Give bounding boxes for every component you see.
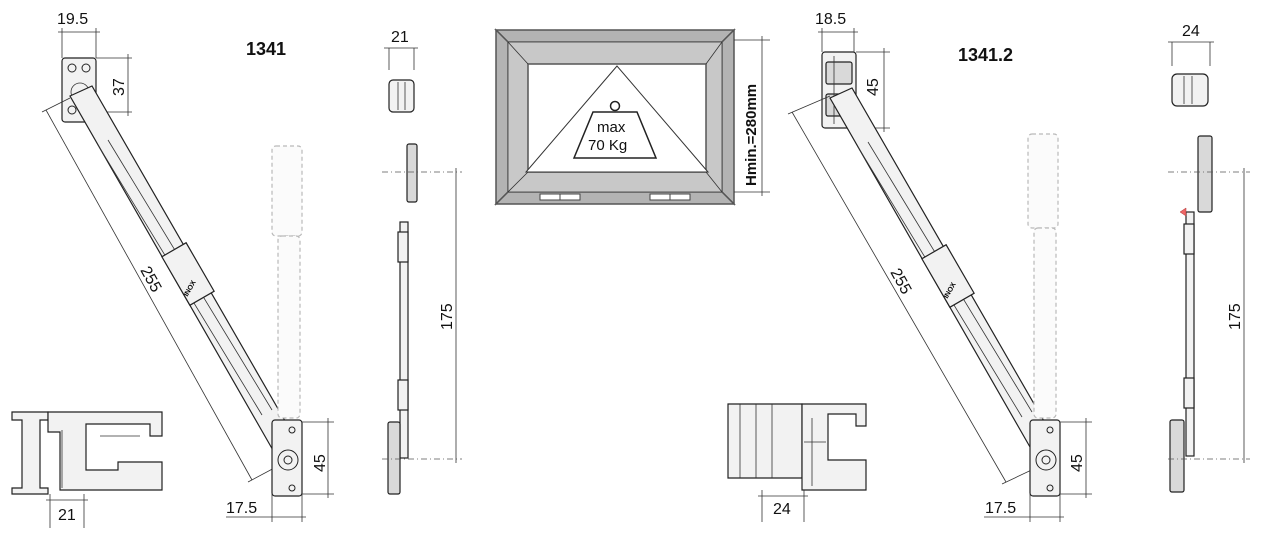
dim-label: 17.5: [985, 500, 1016, 517]
dim-label: 37: [111, 78, 128, 96]
stay-1341-2: 1341.2 18.5 45 INOX: [727, 11, 1250, 522]
stay-1341: 1341 19.5 37: [11, 11, 462, 528]
dim-top-width-1341: 19.5: [57, 11, 100, 58]
dim-bottom-height-1341-2: 45: [1060, 418, 1092, 498]
diagonal-arm-1341: INOX: [69, 85, 297, 453]
dim-bottom-offset-1341-2: 17.5: [984, 494, 1064, 522]
dim-label: 17.5: [226, 500, 257, 517]
dim-profile-width-1341: 21: [46, 494, 88, 528]
dim-top-width-1341-2: 18.5: [815, 11, 858, 52]
closed-position-ghost-1341: [271, 145, 303, 419]
load-text-kg: 70 Kg: [588, 137, 627, 154]
dim-label: 45: [312, 454, 329, 472]
dim-side-travel-1341-2: 175: [1227, 168, 1245, 463]
dim-bottom-height-1341: 45: [302, 418, 334, 498]
dim-label: 175: [439, 303, 456, 330]
bottom-bracket-1341-2: [1029, 419, 1061, 497]
dim-label: 21: [58, 507, 76, 524]
window-height-label: Hmin.=280mm: [743, 84, 760, 186]
dim-label: 45: [865, 78, 882, 96]
dim-label: 18.5: [815, 11, 846, 28]
dim-label: 19.5: [57, 11, 88, 28]
weight-icon: [572, 111, 658, 159]
dim-bottom-offset-1341: 17.5: [226, 494, 306, 522]
dim-label: 24: [1182, 23, 1200, 40]
dim-label: 175: [1227, 303, 1244, 330]
profile-section-1341: [11, 411, 163, 495]
bottom-bracket-1341: [271, 419, 303, 497]
dim-label: 255: [887, 266, 915, 298]
load-text-max: max: [597, 119, 626, 136]
dim-side-travel-1341: 175: [439, 168, 457, 463]
diagonal-arm-1341-2: INOX: [829, 87, 1057, 455]
window-diagram: max 70 Kg Hmin.=280mm: [494, 28, 770, 206]
profile-section-1341-2: [727, 403, 867, 491]
model-title-1341: 1341: [246, 39, 286, 59]
closed-position-ghost-1341-2: [1027, 133, 1059, 419]
model-title-1341-2: 1341.2: [958, 45, 1013, 65]
side-view-1341: 21: [382, 29, 462, 495]
dim-profile-width-1341-2: 24: [758, 490, 808, 522]
dim-label: 45: [1069, 454, 1086, 472]
dim-label: 24: [773, 501, 791, 518]
side-view-1341-2: 24: [1168, 23, 1250, 493]
dim-label: 21: [391, 29, 409, 46]
